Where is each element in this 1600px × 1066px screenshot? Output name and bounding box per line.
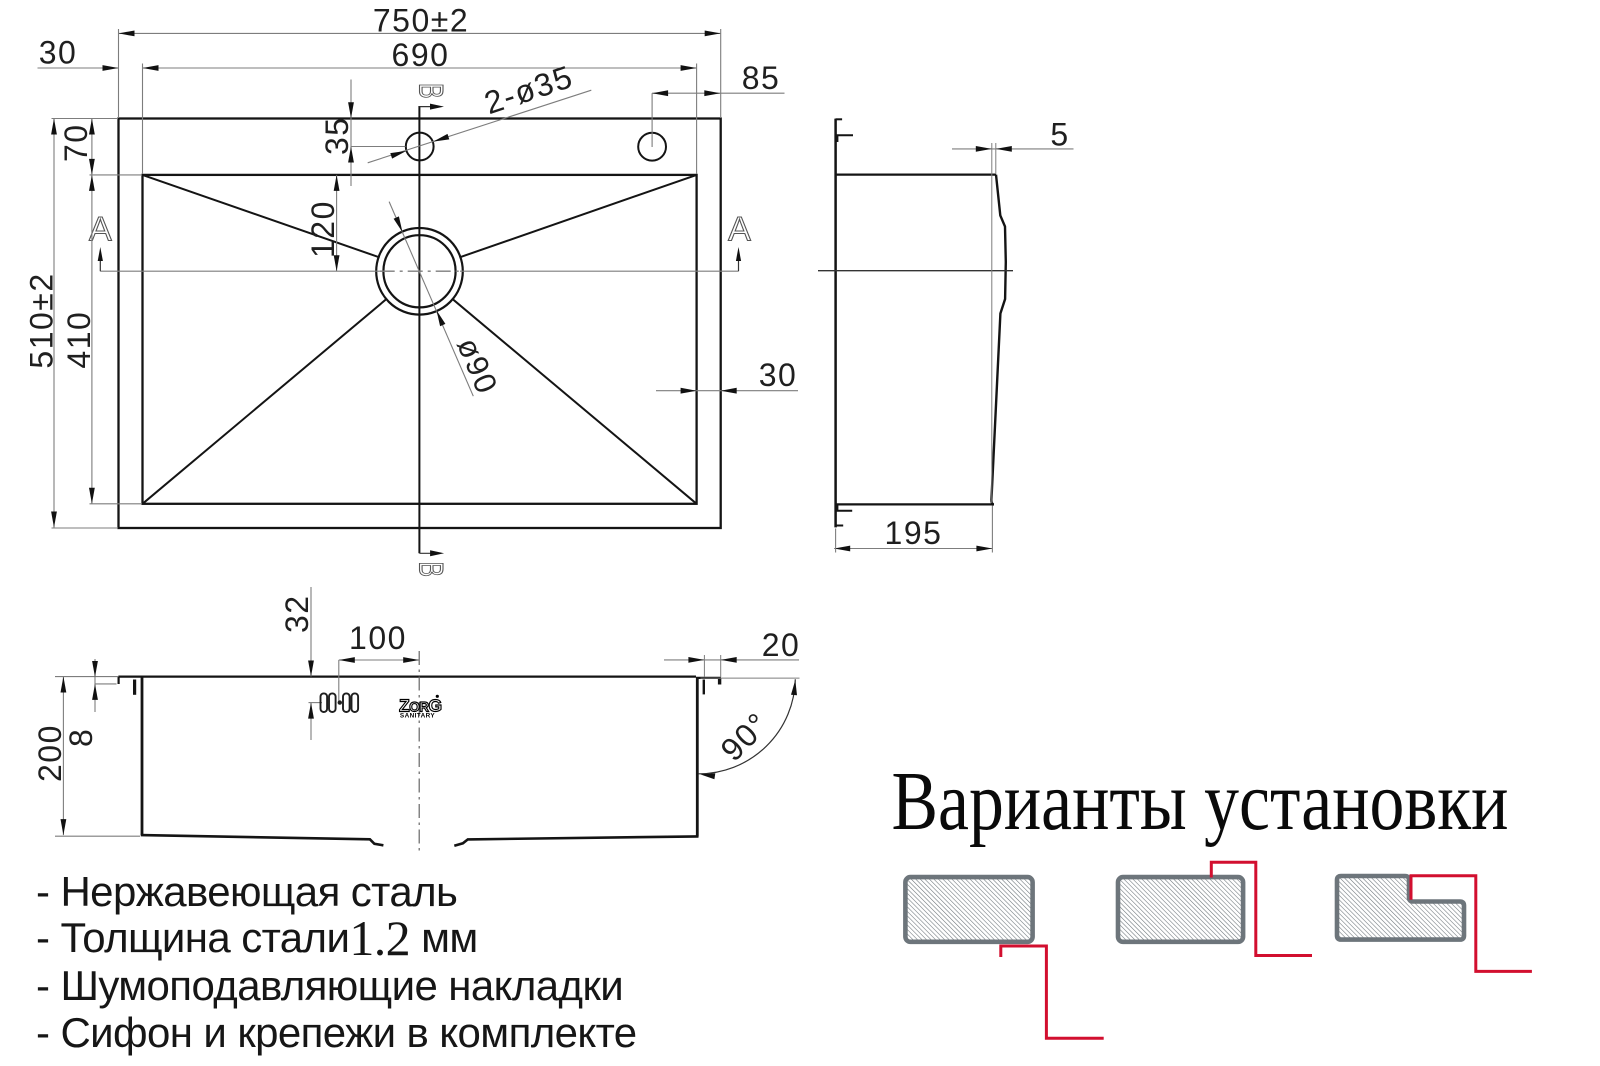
- svg-text:Варианты установки: Варианты установки: [892, 754, 1509, 848]
- svg-text:200: 200: [32, 724, 68, 782]
- svg-text:- Нержавеющая сталь: - Нержавеющая сталь: [36, 868, 457, 915]
- svg-text:8: 8: [63, 728, 99, 747]
- svg-text:410: 410: [61, 311, 97, 369]
- svg-text:690: 690: [392, 37, 450, 73]
- svg-text:ZORG: ZORG: [399, 696, 442, 716]
- svg-text:B: B: [411, 83, 448, 98]
- svg-text:20: 20: [762, 627, 801, 663]
- svg-text:5: 5: [1050, 116, 1069, 152]
- svg-text:85: 85: [742, 60, 781, 96]
- svg-text:30: 30: [39, 35, 78, 71]
- svg-text:100: 100: [349, 620, 407, 656]
- svg-text:195: 195: [885, 515, 943, 551]
- svg-text:A: A: [728, 211, 751, 249]
- svg-text:120: 120: [305, 200, 341, 258]
- svg-text:70: 70: [58, 123, 94, 162]
- svg-text:750±2: 750±2: [373, 3, 469, 39]
- svg-text:- Сифон и крепежи в комплекте: - Сифон и крепежи в комплекте: [36, 1009, 637, 1056]
- svg-text:- Шумоподавляющие накладки: - Шумоподавляющие накладки: [36, 962, 623, 1009]
- svg-text:30: 30: [759, 357, 798, 393]
- svg-text:SANITARY: SANITARY: [400, 713, 435, 720]
- svg-text:- Толщина стали1.2 мм: - Толщина стали1.2 мм: [36, 910, 478, 966]
- svg-text:510±2: 510±2: [24, 272, 60, 368]
- svg-text:35: 35: [319, 116, 355, 155]
- svg-text:B: B: [411, 561, 448, 576]
- svg-text:32: 32: [279, 594, 315, 633]
